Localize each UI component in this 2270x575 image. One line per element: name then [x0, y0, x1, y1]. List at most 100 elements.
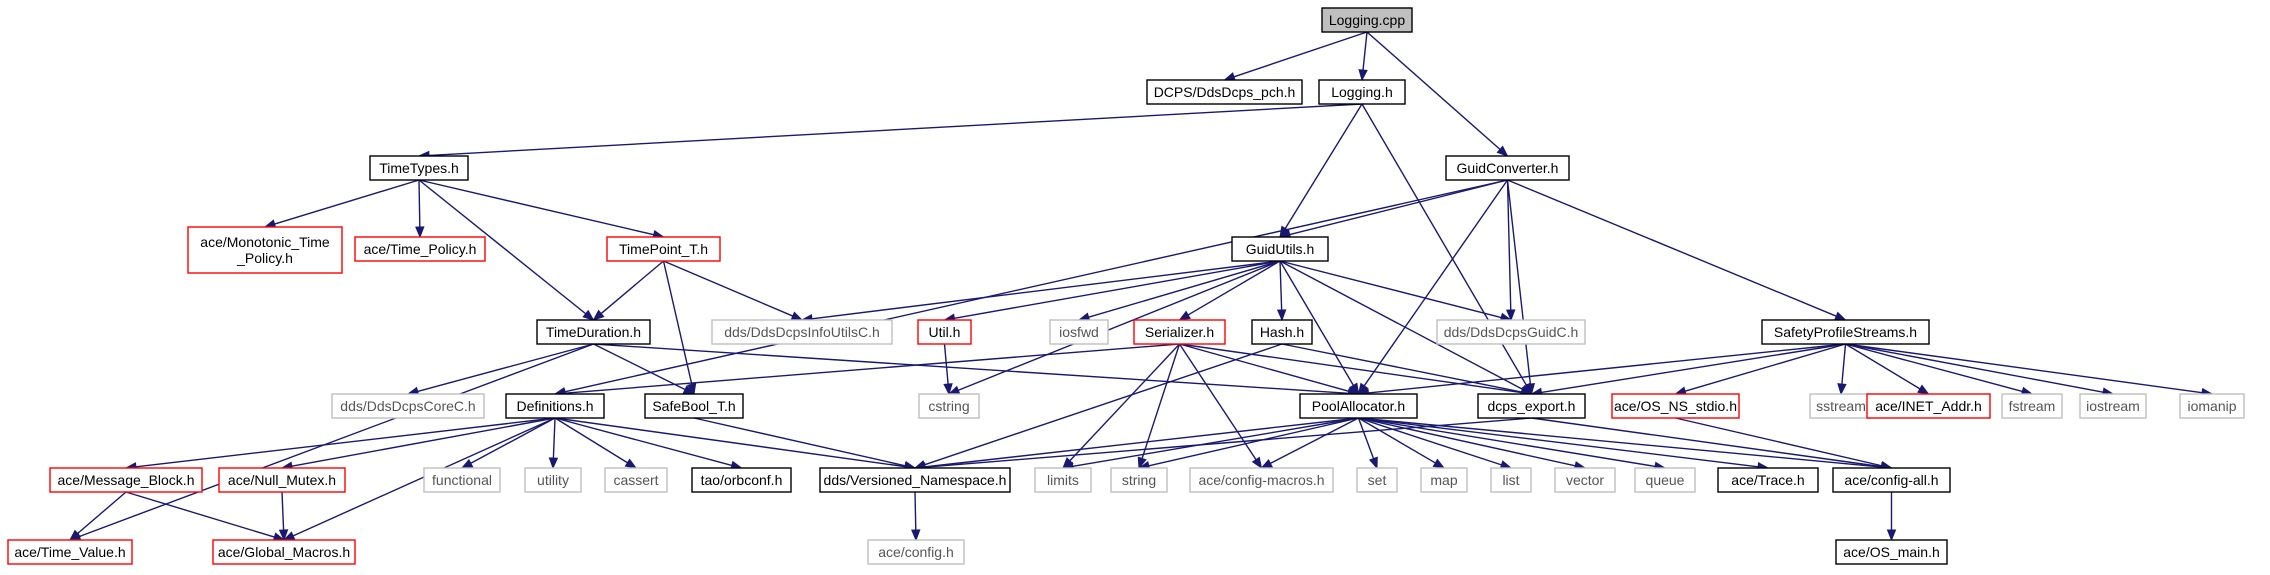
- node-box[interactable]: [423, 467, 501, 493]
- node-box[interactable]: [1251, 319, 1313, 345]
- node-guidc[interactable]: dds/DdsDcpsGuidC.h: [1436, 319, 1586, 345]
- node-limits[interactable]: limits: [1034, 467, 1092, 493]
- node-vector[interactable]: vector: [1554, 467, 1616, 493]
- node-logging_h[interactable]: Logging.h: [1318, 79, 1406, 105]
- node-box[interactable]: [1034, 467, 1092, 493]
- node-hash[interactable]: Hash.h: [1251, 319, 1313, 345]
- node-box[interactable]: [1299, 393, 1418, 419]
- node-ddsdcps_pch[interactable]: DCPS/DdsDcps_pch.h: [1146, 79, 1303, 105]
- node-box[interactable]: [691, 467, 792, 493]
- node-dcps_export[interactable]: dcps_export.h: [1477, 393, 1586, 419]
- node-box[interactable]: [604, 467, 668, 493]
- node-box[interactable]: [1133, 319, 1226, 345]
- node-box[interactable]: [187, 226, 343, 274]
- node-logging_cpp[interactable]: Logging.cpp: [1321, 7, 1413, 33]
- node-box[interactable]: [1554, 467, 1616, 493]
- node-box[interactable]: [354, 236, 486, 262]
- node-list[interactable]: list: [1490, 467, 1532, 493]
- node-box[interactable]: [1835, 539, 1948, 565]
- node-box[interactable]: [1866, 393, 1991, 419]
- node-ace_trace[interactable]: ace/Trace.h: [1717, 467, 1819, 493]
- node-util[interactable]: Util.h: [917, 319, 972, 345]
- node-set[interactable]: set: [1356, 467, 1398, 493]
- node-config_macros[interactable]: ace/config-macros.h: [1189, 467, 1334, 493]
- node-serializer[interactable]: Serializer.h: [1133, 319, 1226, 345]
- node-guidutils[interactable]: GuidUtils.h: [1231, 236, 1329, 262]
- node-os_main[interactable]: ace/OS_main.h: [1835, 539, 1948, 565]
- node-corec[interactable]: dds/DdsDcpsCoreC.h: [331, 393, 485, 419]
- node-box[interactable]: [1420, 467, 1468, 493]
- node-versioned_ns[interactable]: dds/Versioned_Namespace.h: [819, 467, 1011, 493]
- node-definitions[interactable]: Definitions.h: [505, 393, 605, 419]
- node-box[interactable]: [644, 393, 744, 419]
- node-box[interactable]: [1832, 467, 1951, 493]
- node-sstream[interactable]: sstream: [1809, 393, 1873, 419]
- node-box[interactable]: [1356, 467, 1398, 493]
- node-timepoint[interactable]: TimePoint_T.h: [606, 236, 721, 262]
- node-box[interactable]: [1146, 79, 1303, 105]
- node-box[interactable]: [2079, 393, 2147, 419]
- node-map[interactable]: map: [1420, 467, 1468, 493]
- node-guidconverter[interactable]: GuidConverter.h: [1445, 155, 1570, 181]
- node-box[interactable]: [1490, 467, 1532, 493]
- node-os_ns_stdio[interactable]: ace/OS_NS_stdio.h: [1611, 393, 1740, 419]
- node-config_all[interactable]: ace/config-all.h: [1832, 467, 1951, 493]
- node-box[interactable]: [524, 467, 582, 493]
- node-box[interactable]: [867, 539, 965, 565]
- node-box[interactable]: [1634, 467, 1696, 493]
- node-box[interactable]: [1110, 467, 1168, 493]
- node-safebool[interactable]: SafeBool_T.h: [644, 393, 744, 419]
- node-time_value[interactable]: ace/Time_Value.h: [7, 539, 133, 565]
- node-box[interactable]: [1761, 319, 1930, 345]
- node-null_mutex[interactable]: ace/Null_Mutex.h: [218, 467, 346, 493]
- node-message_block[interactable]: ace/Message_Block.h: [49, 467, 203, 493]
- node-box[interactable]: [218, 467, 346, 493]
- node-safetyprofile[interactable]: SafetyProfileStreams.h: [1761, 319, 1930, 345]
- node-cstring[interactable]: cstring: [918, 393, 980, 419]
- node-global_macros[interactable]: ace/Global_Macros.h: [212, 539, 356, 565]
- node-box[interactable]: [1318, 79, 1406, 105]
- node-ace_config[interactable]: ace/config.h: [867, 539, 965, 565]
- node-utility[interactable]: utility: [524, 467, 582, 493]
- node-box[interactable]: [1809, 393, 1873, 419]
- node-functional[interactable]: functional: [423, 467, 501, 493]
- node-box[interactable]: [212, 539, 356, 565]
- node-box[interactable]: [1717, 467, 1819, 493]
- node-box[interactable]: [1231, 236, 1329, 262]
- node-box[interactable]: [49, 467, 203, 493]
- node-cassert[interactable]: cassert: [604, 467, 668, 493]
- node-box[interactable]: [1189, 467, 1334, 493]
- node-orbconf[interactable]: tao/orbconf.h: [691, 467, 792, 493]
- node-iostream[interactable]: iostream: [2079, 393, 2147, 419]
- node-box[interactable]: [7, 539, 133, 565]
- node-time_policy[interactable]: ace/Time_Policy.h: [354, 236, 486, 262]
- node-timetypes[interactable]: TimeTypes.h: [369, 155, 469, 181]
- node-iosfwd[interactable]: iosfwd: [1049, 319, 1109, 345]
- node-box[interactable]: [331, 393, 485, 419]
- node-box[interactable]: [1321, 7, 1413, 33]
- node-poolallocator[interactable]: PoolAllocator.h: [1299, 393, 1418, 419]
- node-iomanip[interactable]: iomanip: [2179, 393, 2245, 419]
- node-box[interactable]: [1611, 393, 1740, 419]
- node-monotonic[interactable]: ace/Monotonic_Time_Policy.h: [187, 226, 343, 274]
- node-box[interactable]: [1445, 155, 1570, 181]
- node-box[interactable]: [369, 155, 469, 181]
- node-infoutilsc[interactable]: dds/DdsDcpsInfoUtilsC.h: [711, 319, 893, 345]
- node-fstream[interactable]: fstream: [2001, 393, 2063, 419]
- node-timeduration[interactable]: TimeDuration.h: [536, 319, 651, 345]
- node-box[interactable]: [917, 319, 972, 345]
- node-box[interactable]: [2001, 393, 2063, 419]
- node-box[interactable]: [536, 319, 651, 345]
- node-box[interactable]: [1436, 319, 1586, 345]
- node-queue[interactable]: queue: [1634, 467, 1696, 493]
- node-box[interactable]: [918, 393, 980, 419]
- node-box[interactable]: [711, 319, 893, 345]
- node-box[interactable]: [505, 393, 605, 419]
- node-box[interactable]: [819, 467, 1011, 493]
- node-box[interactable]: [1049, 319, 1109, 345]
- node-box[interactable]: [2179, 393, 2245, 419]
- node-box[interactable]: [606, 236, 721, 262]
- node-string[interactable]: string: [1110, 467, 1168, 493]
- node-inet_addr[interactable]: ace/INET_Addr.h: [1866, 393, 1991, 419]
- node-box[interactable]: [1477, 393, 1586, 419]
